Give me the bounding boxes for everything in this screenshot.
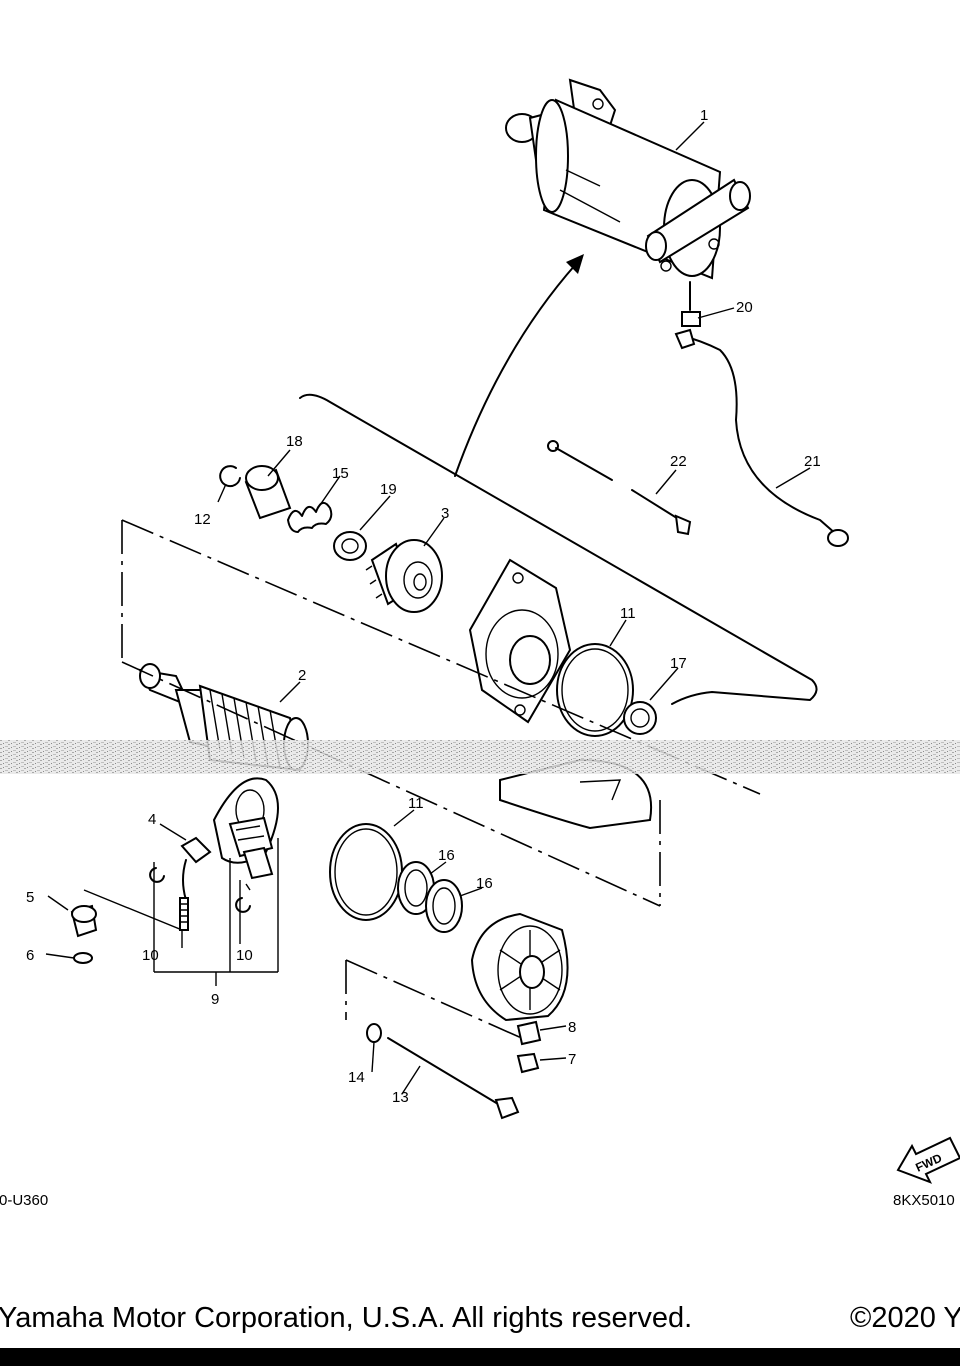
part-label: 4 [148,811,156,828]
part-label: 14 [348,1069,365,1086]
part-label: 12 [194,511,211,528]
part-label: 13 [392,1089,409,1106]
part-number-labels: 1 2 3 4 5 6 7 8 9 10 10 11 11 12 13 14 1… [26,107,821,1106]
small-washer-part [73,952,93,964]
washer-part [333,531,367,561]
guide-line-lower [345,959,527,1041]
part-label: 2 [298,667,306,684]
rear-cover-part [470,912,569,1022]
clip-part-b [235,897,251,913]
part-label: 3 [441,505,449,522]
lead-wire-part [674,281,849,547]
guide-line-mid [121,661,661,907]
copyright-text: Yamaha Motor Corporation, U.S.A. All rig… [0,1302,693,1334]
part-label: 18 [286,433,303,450]
leader-lines [45,121,811,1095]
part-label: 10 [236,947,253,964]
part-label: 1 [700,107,708,124]
pinion-gear-part [365,539,443,613]
copyright-footer: Yamaha Motor Corporation, U.S.A. All rig… [0,1302,960,1346]
bottom-bar [0,1348,960,1366]
copyright-year: ©2020 Y [850,1302,960,1334]
part-label: 9 [211,991,219,1008]
part-label: 11 [408,795,424,812]
part-label: 21 [804,453,821,470]
brush-holder-part [180,816,274,901]
part-label: 19 [380,481,397,498]
enclosure-outline [299,393,818,705]
part-label: 16 [476,875,493,892]
spring-part [287,501,333,533]
part-label: 8 [568,1019,576,1036]
part-label: 7 [568,1051,576,1068]
part-label: 22 [670,453,687,470]
nut-part [516,1052,540,1074]
assembly-arrow [454,263,577,477]
starter-motor-part [505,78,751,280]
part-label: 6 [26,947,34,964]
brush-bolt-part [179,897,189,931]
part-label: 16 [438,847,455,864]
part-label: 10 [142,947,159,964]
part-label: 5 [26,889,34,906]
seal-part-a [397,861,435,915]
o-ring-part-lower [329,823,403,921]
part-label: 20 [736,299,753,316]
collar-part [244,465,292,520]
rod-part [547,440,692,536]
clip-part-a [149,867,165,883]
part-label: 11 [620,605,636,622]
part-label: 17 [670,655,687,672]
seal-part-b [425,879,463,933]
assembly-arrowhead [566,254,584,274]
small-o-ring-part [366,1023,382,1043]
seal-part [623,701,657,735]
diagram-code-right: 8KX5010 [893,1192,955,1209]
cap-nut-part [70,904,98,938]
fwd-direction-badge: FWD [896,1136,960,1184]
through-bolt-part [387,1037,520,1120]
diagram-code-left: 0-U360 [0,1192,49,1209]
scan-artifact-band [0,740,960,774]
circlip-part [219,465,241,488]
grommet-part [516,1020,542,1046]
part-label: 15 [332,465,349,482]
o-ring-part-upper [556,643,634,737]
front-cover-part [468,558,572,724]
